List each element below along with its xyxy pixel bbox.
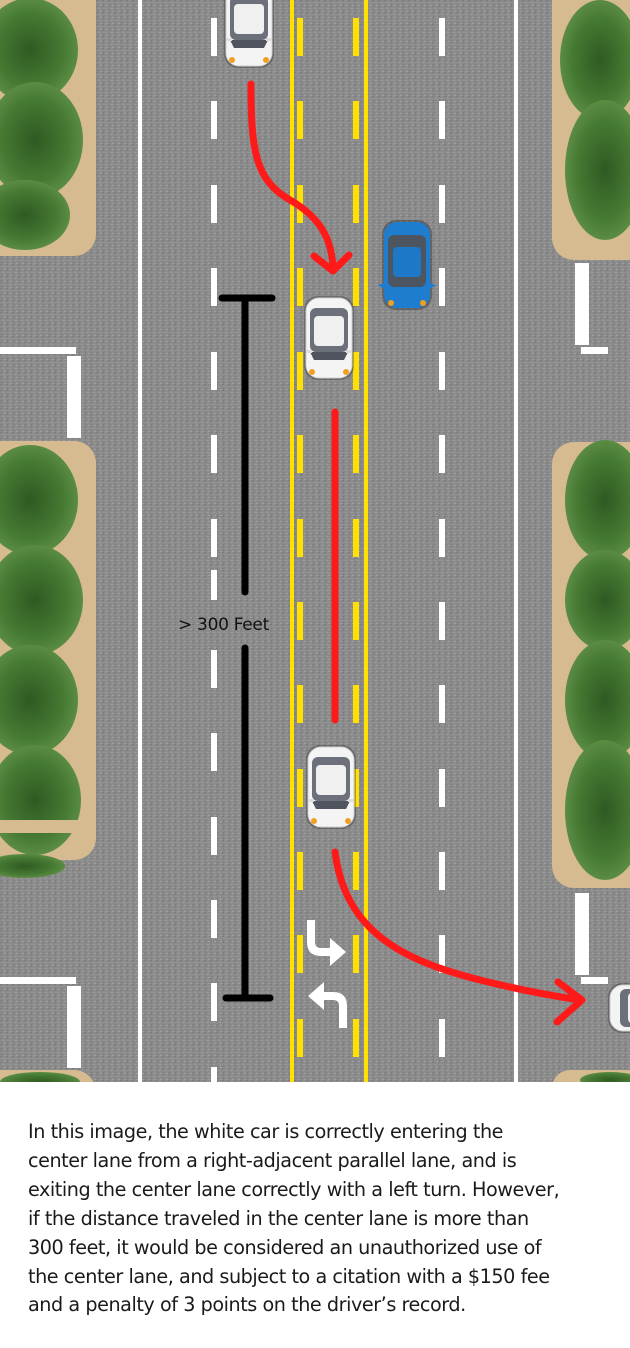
right-median-middle: [552, 440, 630, 888]
caption-line: and a penalty of 3 points on the driver’…: [28, 1293, 466, 1317]
caption-line: exiting the center lane correctly with a…: [28, 1177, 560, 1201]
dashed-lane-right: [439, 18, 445, 1057]
caption-line: In this image, the white car is correctl…: [28, 1120, 504, 1143]
left-median-middle: [0, 441, 96, 860]
road-diagram: > 300 Feet: [0, 0, 630, 1082]
caption-line: 300 feet, it would be considered an unau…: [28, 1235, 542, 1259]
right-turn-arrow: [307, 920, 346, 966]
dashed-lane-left: [211, 18, 217, 1082]
white-car-exiting-center: [305, 744, 357, 830]
left-median-top: [0, 0, 96, 256]
white-car-after-turn: [607, 982, 630, 1034]
distance-measure: [218, 294, 276, 1002]
white-car-entering-center: [303, 295, 355, 381]
left-median-bottom: [0, 820, 96, 1082]
blue-car: [378, 220, 436, 310]
caption-line: the center lane, and subject to a citati…: [28, 1264, 550, 1288]
left-turn-arrow: [308, 982, 347, 1028]
distance-label: > 300 Feet: [178, 615, 269, 635]
caption-text: In this image, the white car is correctl…: [28, 1118, 613, 1320]
right-median-top: [552, 0, 630, 260]
white-car-start: [223, 0, 275, 69]
right-median-bottom: [553, 1070, 630, 1082]
caption-line: center lane from a right-adjacent parall…: [28, 1148, 517, 1172]
path-arrows: [247, 80, 586, 1026]
caption-line: if the distance traveled in the center l…: [28, 1206, 529, 1230]
